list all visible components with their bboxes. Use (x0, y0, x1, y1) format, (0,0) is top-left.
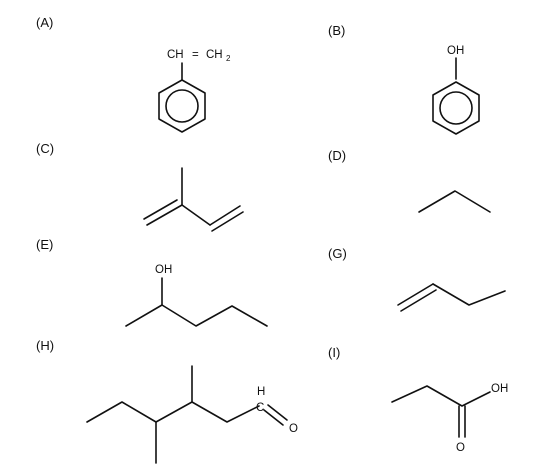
molecule-c: (C) (36, 141, 244, 232)
molecule-h: (H) H C O (36, 338, 298, 464)
atom-ch2: CH (206, 49, 223, 61)
atom-oh: OH (447, 45, 464, 57)
label-a: (A) (36, 15, 53, 30)
label-h: (H) (36, 338, 54, 353)
isoprene-structure-icon (143, 167, 244, 232)
propanoic-acid-structure-icon (391, 385, 491, 438)
label-e: (E) (36, 237, 53, 252)
molecule-d: (D) (328, 148, 491, 213)
label-g: (G) (328, 246, 347, 261)
atom-h: H (257, 386, 265, 398)
molecule-e: (E) OH (36, 237, 268, 327)
atom-o: O (456, 442, 465, 454)
atom-oh: OH (491, 383, 508, 395)
molecule-i: (I) OH O (328, 345, 508, 454)
label-b: (B) (328, 23, 345, 38)
atom-ch: CH (167, 49, 184, 61)
hexan-2-ol-structure-icon (125, 277, 268, 327)
molecule-b: (B) OH (328, 23, 480, 135)
molecule-g: (G) (328, 246, 506, 312)
label-d: (D) (328, 148, 346, 163)
molecule-a: (A) CH = CH 2 (36, 15, 231, 133)
atom-oh: OH (155, 264, 172, 276)
propane-structure-icon (418, 190, 491, 213)
atom-ch2-subscript: 2 (226, 54, 231, 63)
styrene-structure-icon (158, 62, 206, 133)
atom-double-bond: = (192, 49, 199, 61)
atom-c: C (256, 402, 264, 414)
aldehyde-structure-icon (86, 365, 288, 464)
but-1-ene-structure-icon (397, 283, 506, 312)
label-c: (C) (36, 141, 54, 156)
atom-o: O (289, 423, 298, 435)
label-i: (I) (328, 345, 340, 360)
phenol-structure-icon (432, 57, 480, 135)
